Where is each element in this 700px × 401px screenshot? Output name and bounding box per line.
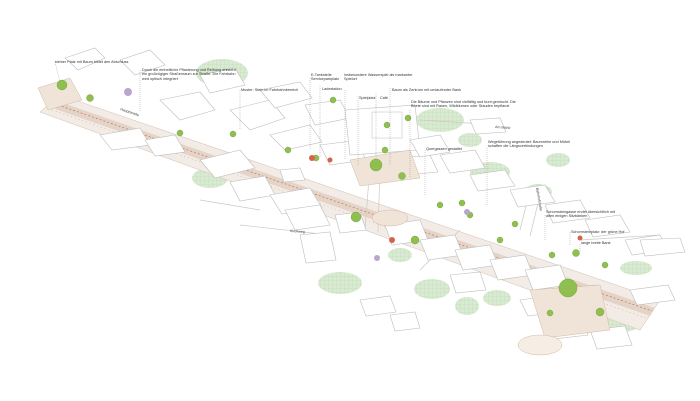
- green-area: [483, 290, 511, 306]
- red-tree: [327, 157, 333, 163]
- tree: [404, 114, 412, 122]
- green-area: [318, 272, 362, 294]
- trees: [56, 79, 609, 317]
- green-area: [416, 108, 464, 132]
- street-label: Kirchweg: [290, 229, 305, 234]
- street-label: Bahnhofstraße: [535, 187, 543, 211]
- tree: [86, 94, 94, 102]
- annotation-stone-pattern: Muster: Stein im Fahrbahnbereich: [241, 88, 299, 92]
- tree: [546, 309, 554, 317]
- green-area: [455, 297, 479, 315]
- tree: [548, 251, 556, 259]
- street-label: Am Markt: [495, 125, 511, 130]
- annotation-schornstein-lane: Schornsteingasse endet übersichtlich mit…: [546, 210, 616, 219]
- red-tree: [309, 155, 315, 161]
- tree: [595, 307, 605, 317]
- tree: [350, 211, 362, 223]
- tree: [369, 158, 383, 172]
- south-circle: [517, 334, 563, 356]
- roundabout: [371, 209, 409, 227]
- annotation-charging-station: Ladestation: [322, 87, 342, 91]
- annotation-e-charging: E-Tankstelle Serviceparkplatz: [311, 73, 340, 82]
- annotation-playground: Spielplatz: [359, 96, 376, 100]
- tree: [511, 220, 519, 228]
- annotation-long-bench: lange breite Bank: [581, 241, 611, 245]
- annotation-cross-lanes: Quergassen gestaltet: [426, 147, 463, 151]
- annotation-water-play: insbesondere Wasserspiel als markanter S…: [344, 73, 413, 82]
- tree: [229, 130, 237, 138]
- tree: [436, 201, 444, 209]
- tree: [329, 96, 337, 104]
- green-area: [546, 153, 570, 167]
- green-area: [388, 248, 412, 262]
- purple-tree: [124, 88, 132, 96]
- accent-trees: [124, 88, 583, 261]
- buildings-north: [64, 47, 686, 257]
- annotation-tree-center: Baum als Zentrum mit umlaufender Bank: [392, 88, 462, 92]
- purple-tree: [464, 209, 470, 215]
- annotation-plants: Die Bäume und Pflanzen sind vielfältig u…: [411, 100, 516, 109]
- tree: [398, 172, 406, 180]
- red-tree: [389, 237, 395, 243]
- tree: [601, 261, 609, 269]
- tree: [410, 235, 420, 245]
- purple-tree: [374, 255, 380, 261]
- leader-lines: [54, 61, 581, 252]
- green-area: [620, 261, 652, 275]
- annotation-path-guidance: Wegeführung angedeutet: Baumreihe und Mö…: [488, 140, 571, 149]
- tree: [176, 129, 184, 137]
- street-label: Hauptstraße: [120, 107, 140, 117]
- tree: [381, 146, 389, 154]
- parking-lot: [371, 111, 403, 139]
- tree: [383, 121, 391, 129]
- street-labels: Hauptstraße Am Markt Bahnhofstraße Kirch…: [120, 107, 543, 234]
- annotation-paving: Durch die einheitliche Pflasterung und R…: [142, 68, 236, 81]
- annotation-cafe: Café: [380, 96, 389, 100]
- tree: [572, 249, 580, 257]
- annotation-small-square: kleiner Platz mit Baum bildet den Abschl…: [55, 60, 129, 64]
- tree: [558, 278, 578, 298]
- green-area: [458, 133, 482, 147]
- tree: [56, 79, 68, 91]
- tree: [458, 199, 466, 207]
- tree: [496, 236, 504, 244]
- annotation-schornstein-square: Schornsteinplatz: der grüne Hof: [571, 230, 625, 234]
- green-area: [414, 279, 450, 299]
- tree: [284, 146, 292, 154]
- red-tree: [577, 235, 583, 241]
